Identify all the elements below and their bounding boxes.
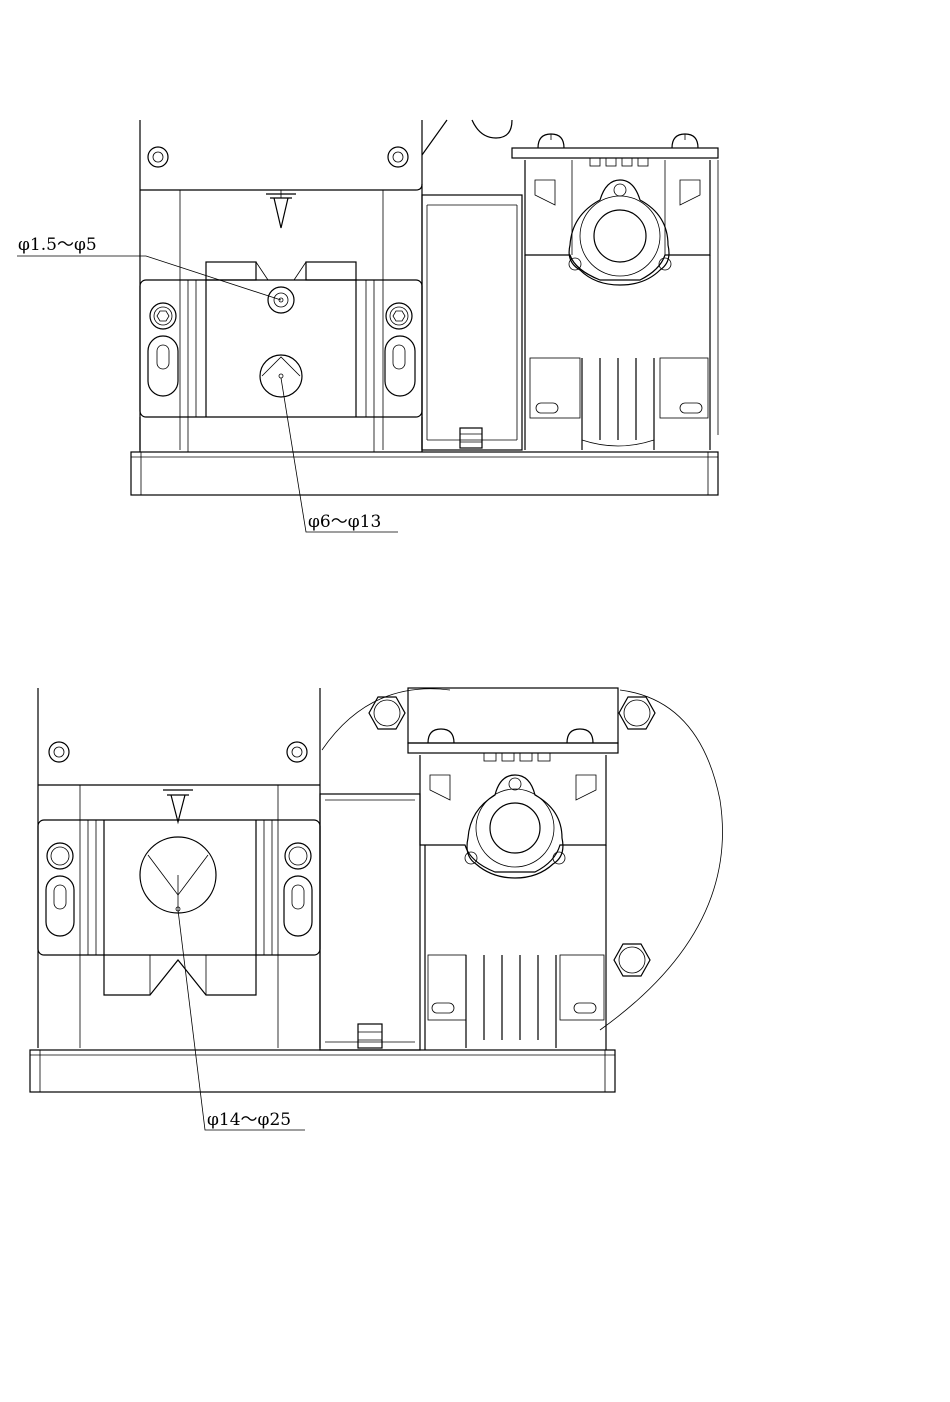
hex-nut-icon (460, 428, 482, 448)
large-disc-outline (322, 689, 723, 1030)
cover-screw-left-icon (148, 147, 168, 167)
gearbox-screw-right-icon (672, 134, 698, 148)
bottom-cover-screw-left-icon (49, 742, 69, 762)
die-bolt-right-icon (386, 303, 412, 329)
label-hole-small: φ1.5～φ5 (18, 235, 97, 255)
die-slot-right-icon (385, 336, 415, 396)
bottom-hex-nut-icon (358, 1024, 382, 1048)
guide-notches (206, 262, 356, 280)
bottom-die-slot-left-icon (46, 876, 74, 936)
bottom-base-plate (30, 1050, 615, 1092)
top-base-plate (131, 452, 718, 495)
die-bolt-left-icon (150, 303, 176, 329)
leader-line-large (178, 910, 305, 1130)
top-cover-plate (140, 120, 447, 190)
top-gearbox (472, 120, 718, 450)
bottom-gearbox-screw-left-icon (428, 729, 454, 743)
middle-housing (422, 195, 522, 450)
top-frame-rails (140, 190, 422, 450)
top-lower-body (140, 417, 422, 452)
bottom-die-slot-right-icon (284, 876, 312, 936)
blade-tip-icon (266, 190, 296, 228)
bottom-die-bolt-right-icon (285, 843, 311, 869)
bottom-die-bolt-left-icon (47, 843, 73, 869)
bottom-v-notch (104, 955, 256, 995)
label-hole-large: φ14～φ25 (207, 1110, 291, 1130)
large-hex-bolt-right-icon (614, 944, 650, 976)
hole-medium-icon (260, 355, 302, 397)
cover-screw-right-icon (388, 147, 408, 167)
die-slot-left-icon (148, 336, 178, 396)
bottom-cover-screw-right-icon (287, 742, 307, 762)
bottom-blade-tip-icon (163, 790, 193, 822)
bottom-cover-plate (38, 688, 320, 785)
bottom-gearbox (408, 688, 618, 1050)
leader-line-medium (281, 378, 398, 532)
bottom-gearbox-screw-right-icon (567, 729, 593, 743)
bottom-middle-housing (320, 794, 420, 1050)
leader-line-small (17, 256, 281, 300)
large-hex-bolt-top-right-icon (619, 697, 655, 729)
gearbox-screw-left-icon (538, 134, 564, 148)
bottom-view: φ14～φ25 (30, 688, 723, 1130)
bottom-flange-icon (465, 775, 565, 878)
hole-large-icon (140, 837, 216, 913)
label-hole-medium: φ6～φ13 (308, 512, 381, 532)
top-view: φ1.5～φ5 φ6～φ13 (17, 120, 718, 532)
